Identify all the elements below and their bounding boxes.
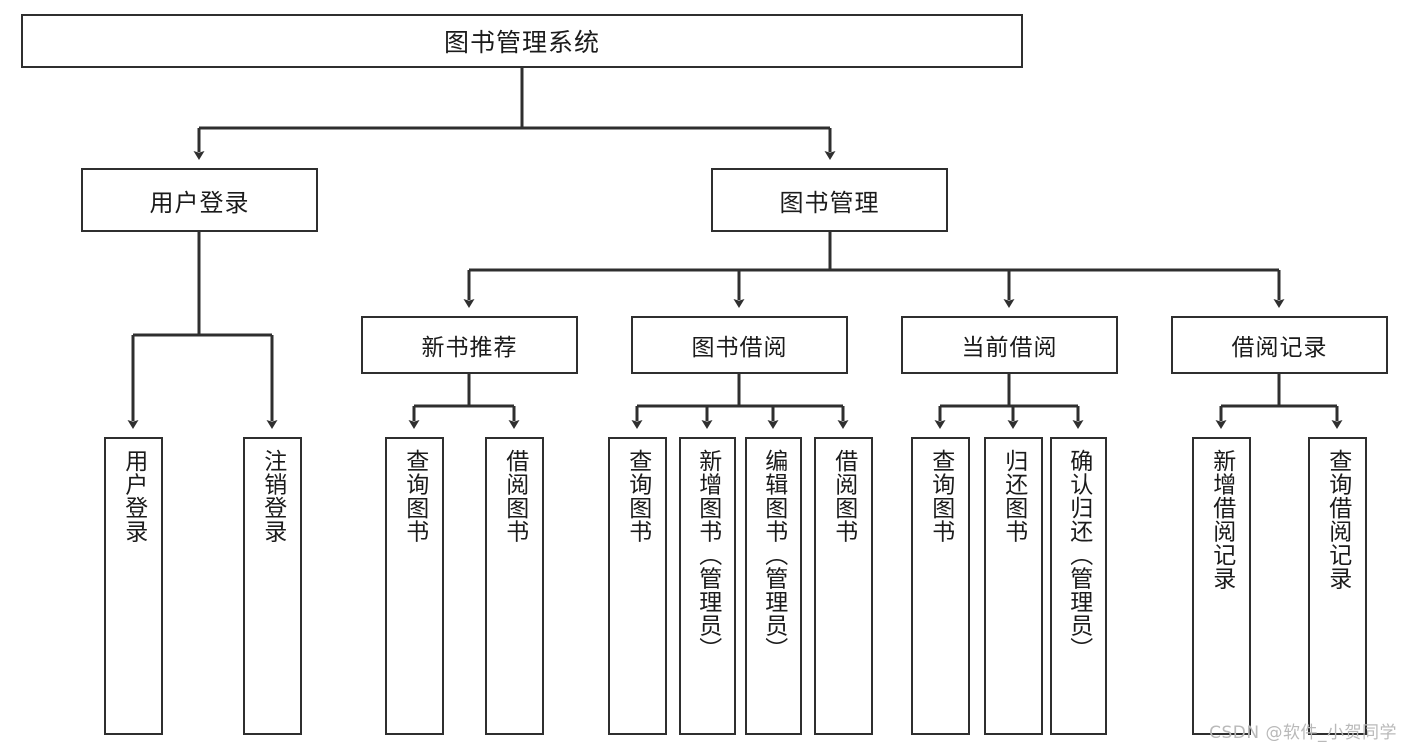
node-leaf-borrow-book-1[interactable]: 借阅图书 (485, 437, 544, 735)
node-leaf-borrow-book-1-label: 借阅图书 (501, 449, 528, 543)
node-leaf-logout[interactable]: 注销登录 (243, 437, 302, 735)
node-leaf-edit-book[interactable]: 编辑图书（管理员） (745, 437, 802, 735)
node-book-manage-label: 图书管理 (779, 188, 880, 217)
node-leaf-query-book-1[interactable]: 查询图书 (385, 437, 444, 735)
node-leaf-query-record[interactable]: 查询借阅记录 (1308, 437, 1367, 735)
node-leaf-query-record-label: 查询借阅记录 (1324, 449, 1351, 590)
node-leaf-query-book-2-label: 查询图书 (624, 449, 651, 543)
node-leaf-add-record-label: 新增借阅记录 (1208, 449, 1235, 590)
node-borrow-record[interactable]: 借阅记录 (1171, 316, 1388, 374)
node-leaf-borrow-book-2[interactable]: 借阅图书 (814, 437, 873, 735)
node-current-borrow[interactable]: 当前借阅 (901, 316, 1118, 374)
node-leaf-add-record[interactable]: 新增借阅记录 (1192, 437, 1251, 735)
node-leaf-edit-book-label: 编辑图书（管理员） (760, 449, 787, 661)
node-leaf-query-book-2[interactable]: 查询图书 (608, 437, 667, 735)
node-root-label: 图书管理系统 (443, 28, 600, 57)
node-leaf-add-book[interactable]: 新增图书（管理员） (679, 437, 736, 735)
node-user-login[interactable]: 用户登录 (81, 168, 318, 232)
node-book-borrow[interactable]: 图书借阅 (631, 316, 848, 374)
node-leaf-user-login[interactable]: 用户登录 (104, 437, 163, 735)
node-leaf-user-login-label: 用户登录 (120, 449, 147, 543)
node-leaf-return-book-label: 归还图书 (1000, 449, 1027, 543)
node-book-borrow-label: 图书借阅 (691, 335, 788, 361)
node-leaf-query-book-1-label: 查询图书 (401, 449, 428, 543)
node-borrow-record-label: 借阅记录 (1231, 335, 1328, 361)
node-leaf-confirm-return-label: 确认归还（管理员） (1065, 449, 1092, 661)
node-leaf-add-book-label: 新增图书（管理员） (694, 449, 721, 661)
node-book-manage[interactable]: 图书管理 (711, 168, 948, 232)
node-leaf-logout-label: 注销登录 (259, 449, 286, 543)
node-user-login-label: 用户登录 (149, 188, 250, 217)
node-current-borrow-label: 当前借阅 (961, 335, 1058, 361)
node-new-book-recommend-label: 新书推荐 (421, 335, 518, 361)
node-leaf-borrow-book-2-label: 借阅图书 (830, 449, 857, 543)
watermark-text: CSDN @软件_小贺同学 (1209, 723, 1397, 743)
node-root[interactable]: 图书管理系统 (21, 14, 1023, 68)
node-leaf-query-book-3-label: 查询图书 (927, 449, 954, 543)
node-leaf-query-book-3[interactable]: 查询图书 (911, 437, 970, 735)
node-leaf-return-book[interactable]: 归还图书 (984, 437, 1043, 735)
node-leaf-confirm-return[interactable]: 确认归还（管理员） (1050, 437, 1107, 735)
node-new-book-recommend[interactable]: 新书推荐 (361, 316, 578, 374)
